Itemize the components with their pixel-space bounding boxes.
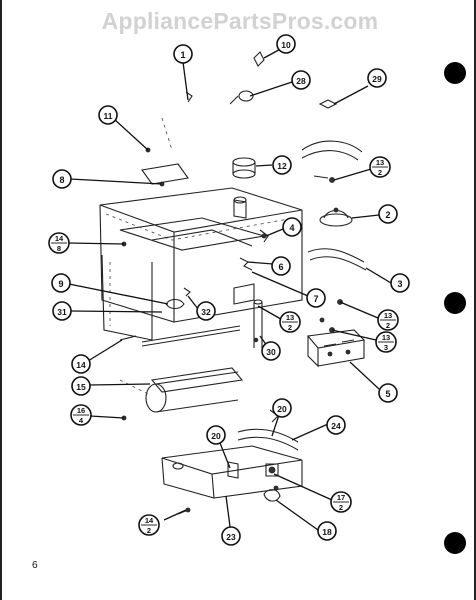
svg-text:3: 3 bbox=[397, 279, 402, 289]
callout-14-2: 14 2 bbox=[138, 514, 160, 536]
svg-text:14: 14 bbox=[55, 234, 64, 243]
callout-29: 29 bbox=[367, 68, 387, 88]
svg-text:13: 13 bbox=[384, 311, 392, 320]
callout-32: 32 bbox=[196, 301, 216, 321]
svg-text:2: 2 bbox=[378, 168, 382, 177]
svg-text:2: 2 bbox=[339, 503, 343, 512]
callout-6: 6 bbox=[271, 256, 291, 276]
binder-hole-middle bbox=[444, 292, 466, 314]
svg-text:31: 31 bbox=[57, 307, 67, 317]
svg-text:9: 9 bbox=[58, 279, 63, 289]
svg-text:32: 32 bbox=[201, 307, 211, 317]
svg-text:20: 20 bbox=[277, 404, 287, 414]
callout-7: 7 bbox=[306, 288, 326, 308]
svg-text:4: 4 bbox=[79, 416, 84, 425]
callout-1: 1 bbox=[173, 44, 193, 64]
binder-hole-top bbox=[444, 62, 466, 84]
callout-14: 14 bbox=[71, 354, 91, 374]
svg-text:14: 14 bbox=[76, 360, 86, 370]
callout-13-2-b: 13 2 bbox=[377, 309, 399, 331]
callout-17-2: 17 2 bbox=[330, 491, 352, 513]
svg-text:11: 11 bbox=[104, 111, 113, 121]
callout-13-3: 13 3 bbox=[375, 331, 397, 353]
callout-10: 10 bbox=[276, 34, 296, 54]
callout-23: 23 bbox=[221, 526, 241, 546]
callout-2: 2 bbox=[378, 204, 398, 224]
callout-18: 18 bbox=[317, 521, 337, 541]
svg-text:2: 2 bbox=[385, 210, 390, 220]
svg-text:8: 8 bbox=[57, 244, 61, 253]
callout-4: 4 bbox=[282, 217, 302, 237]
svg-text:30: 30 bbox=[266, 347, 276, 357]
callout-13-2-a: 13 2 bbox=[369, 156, 391, 178]
callout-9: 9 bbox=[51, 273, 71, 293]
svg-text:2: 2 bbox=[147, 526, 151, 535]
callout-11: 11 bbox=[98, 105, 118, 125]
svg-text:10: 10 bbox=[281, 40, 291, 50]
svg-text:18: 18 bbox=[322, 527, 332, 537]
svg-text:1: 1 bbox=[180, 50, 185, 60]
svg-text:5: 5 bbox=[385, 389, 390, 399]
svg-text:3: 3 bbox=[384, 343, 388, 352]
svg-text:15: 15 bbox=[76, 382, 86, 392]
svg-text:28: 28 bbox=[296, 76, 306, 86]
callout-20-b: 20 bbox=[206, 425, 226, 445]
callout-16-4: 16 4 bbox=[70, 404, 92, 426]
svg-text:20: 20 bbox=[211, 431, 221, 441]
svg-text:4: 4 bbox=[289, 223, 294, 233]
callout-31: 31 bbox=[52, 301, 72, 321]
callout-12: 12 bbox=[272, 155, 292, 175]
callout-24: 24 bbox=[326, 415, 346, 435]
callout-3: 3 bbox=[390, 273, 410, 293]
svg-text:13: 13 bbox=[382, 333, 390, 342]
svg-text:16: 16 bbox=[77, 406, 85, 415]
svg-text:2: 2 bbox=[386, 321, 390, 330]
svg-text:23: 23 bbox=[226, 532, 236, 542]
callout-15: 15 bbox=[71, 376, 91, 396]
svg-text:14: 14 bbox=[145, 516, 154, 525]
svg-text:7: 7 bbox=[313, 294, 318, 304]
callout-8: 8 bbox=[52, 169, 72, 189]
svg-text:29: 29 bbox=[372, 74, 382, 84]
page-number: 6 bbox=[32, 560, 38, 571]
callout-30: 30 bbox=[261, 341, 281, 361]
callout-28: 28 bbox=[291, 70, 311, 90]
svg-text:13: 13 bbox=[286, 313, 294, 322]
watermark-text: AppliancePartsPros.com bbox=[101, 8, 379, 34]
part-line-art bbox=[99, 51, 367, 515]
binder-hole-bottom bbox=[444, 532, 466, 554]
svg-text:12: 12 bbox=[277, 161, 287, 171]
callout-13-2-c: 13 2 bbox=[279, 311, 301, 333]
svg-text:17: 17 bbox=[337, 493, 345, 502]
callout-14-8: 14 8 bbox=[48, 232, 70, 254]
svg-text:2: 2 bbox=[288, 323, 292, 332]
svg-text:24: 24 bbox=[331, 421, 341, 431]
svg-text:8: 8 bbox=[59, 175, 64, 185]
callout-5: 5 bbox=[378, 383, 398, 403]
callout-20-a: 20 bbox=[272, 398, 292, 418]
svg-text:13: 13 bbox=[376, 158, 384, 167]
svg-text:6: 6 bbox=[278, 262, 283, 272]
